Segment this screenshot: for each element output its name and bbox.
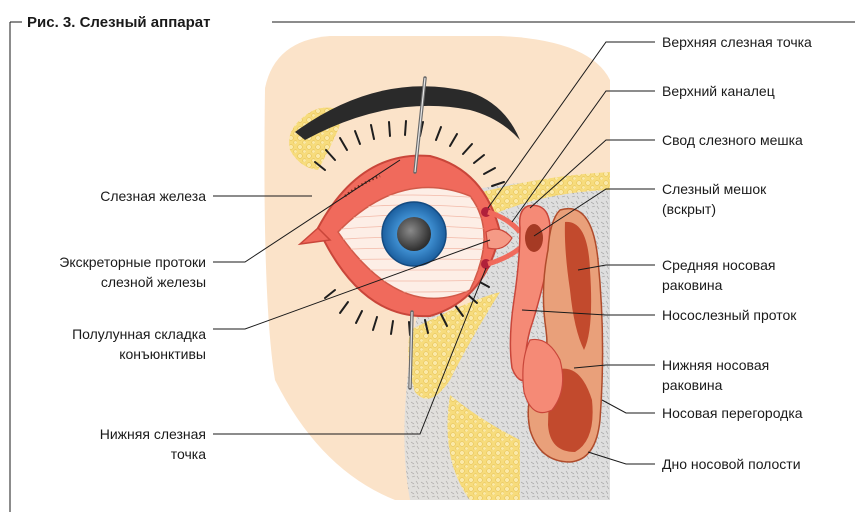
lacrimal-sac-opening (525, 224, 543, 252)
label-nasolacrimal-duct: Носослезный проток (662, 307, 797, 323)
label-lacrimal-sac-line1: Слезный мешок (662, 181, 767, 197)
label-semilunar-fold-line2: конъюнктивы (119, 346, 206, 362)
label-lacrimal-gland: Слезная железа (100, 188, 206, 204)
label-middle-concha-line2: раковина (662, 277, 723, 293)
label-upper-canaliculus: Верхний каналец (662, 83, 775, 99)
label-middle-concha-line1: Средняя носовая (662, 257, 775, 273)
label-upper-punctum: Верхняя слезная точка (662, 34, 812, 50)
label-inferior-concha-line2: раковина (662, 377, 723, 393)
label-lacrimal-sac-line2: (вскрыт) (662, 201, 716, 217)
label-semilunar-fold-line1: Полулунная складка (72, 326, 206, 342)
label-nasal-floor: Дно носовой полости (662, 456, 801, 472)
label-lower-punctum-line1: Нижняя слезная (100, 426, 206, 442)
pupil (397, 217, 431, 251)
label-inferior-concha-line1: Нижняя носовая (662, 357, 769, 373)
label-excretory-ducts-line2: слезной железы (101, 274, 206, 290)
label-lower-punctum-line2: точка (171, 446, 206, 462)
label-excretory-ducts-line1: Экскреторные протоки (59, 254, 206, 270)
label-nasal-septum: Носовая перегородка (662, 405, 803, 421)
label-sac-fornix: Свод слезного мешка (662, 132, 803, 148)
figure-title: Рис. 3. Слезный аппарат (27, 14, 210, 31)
